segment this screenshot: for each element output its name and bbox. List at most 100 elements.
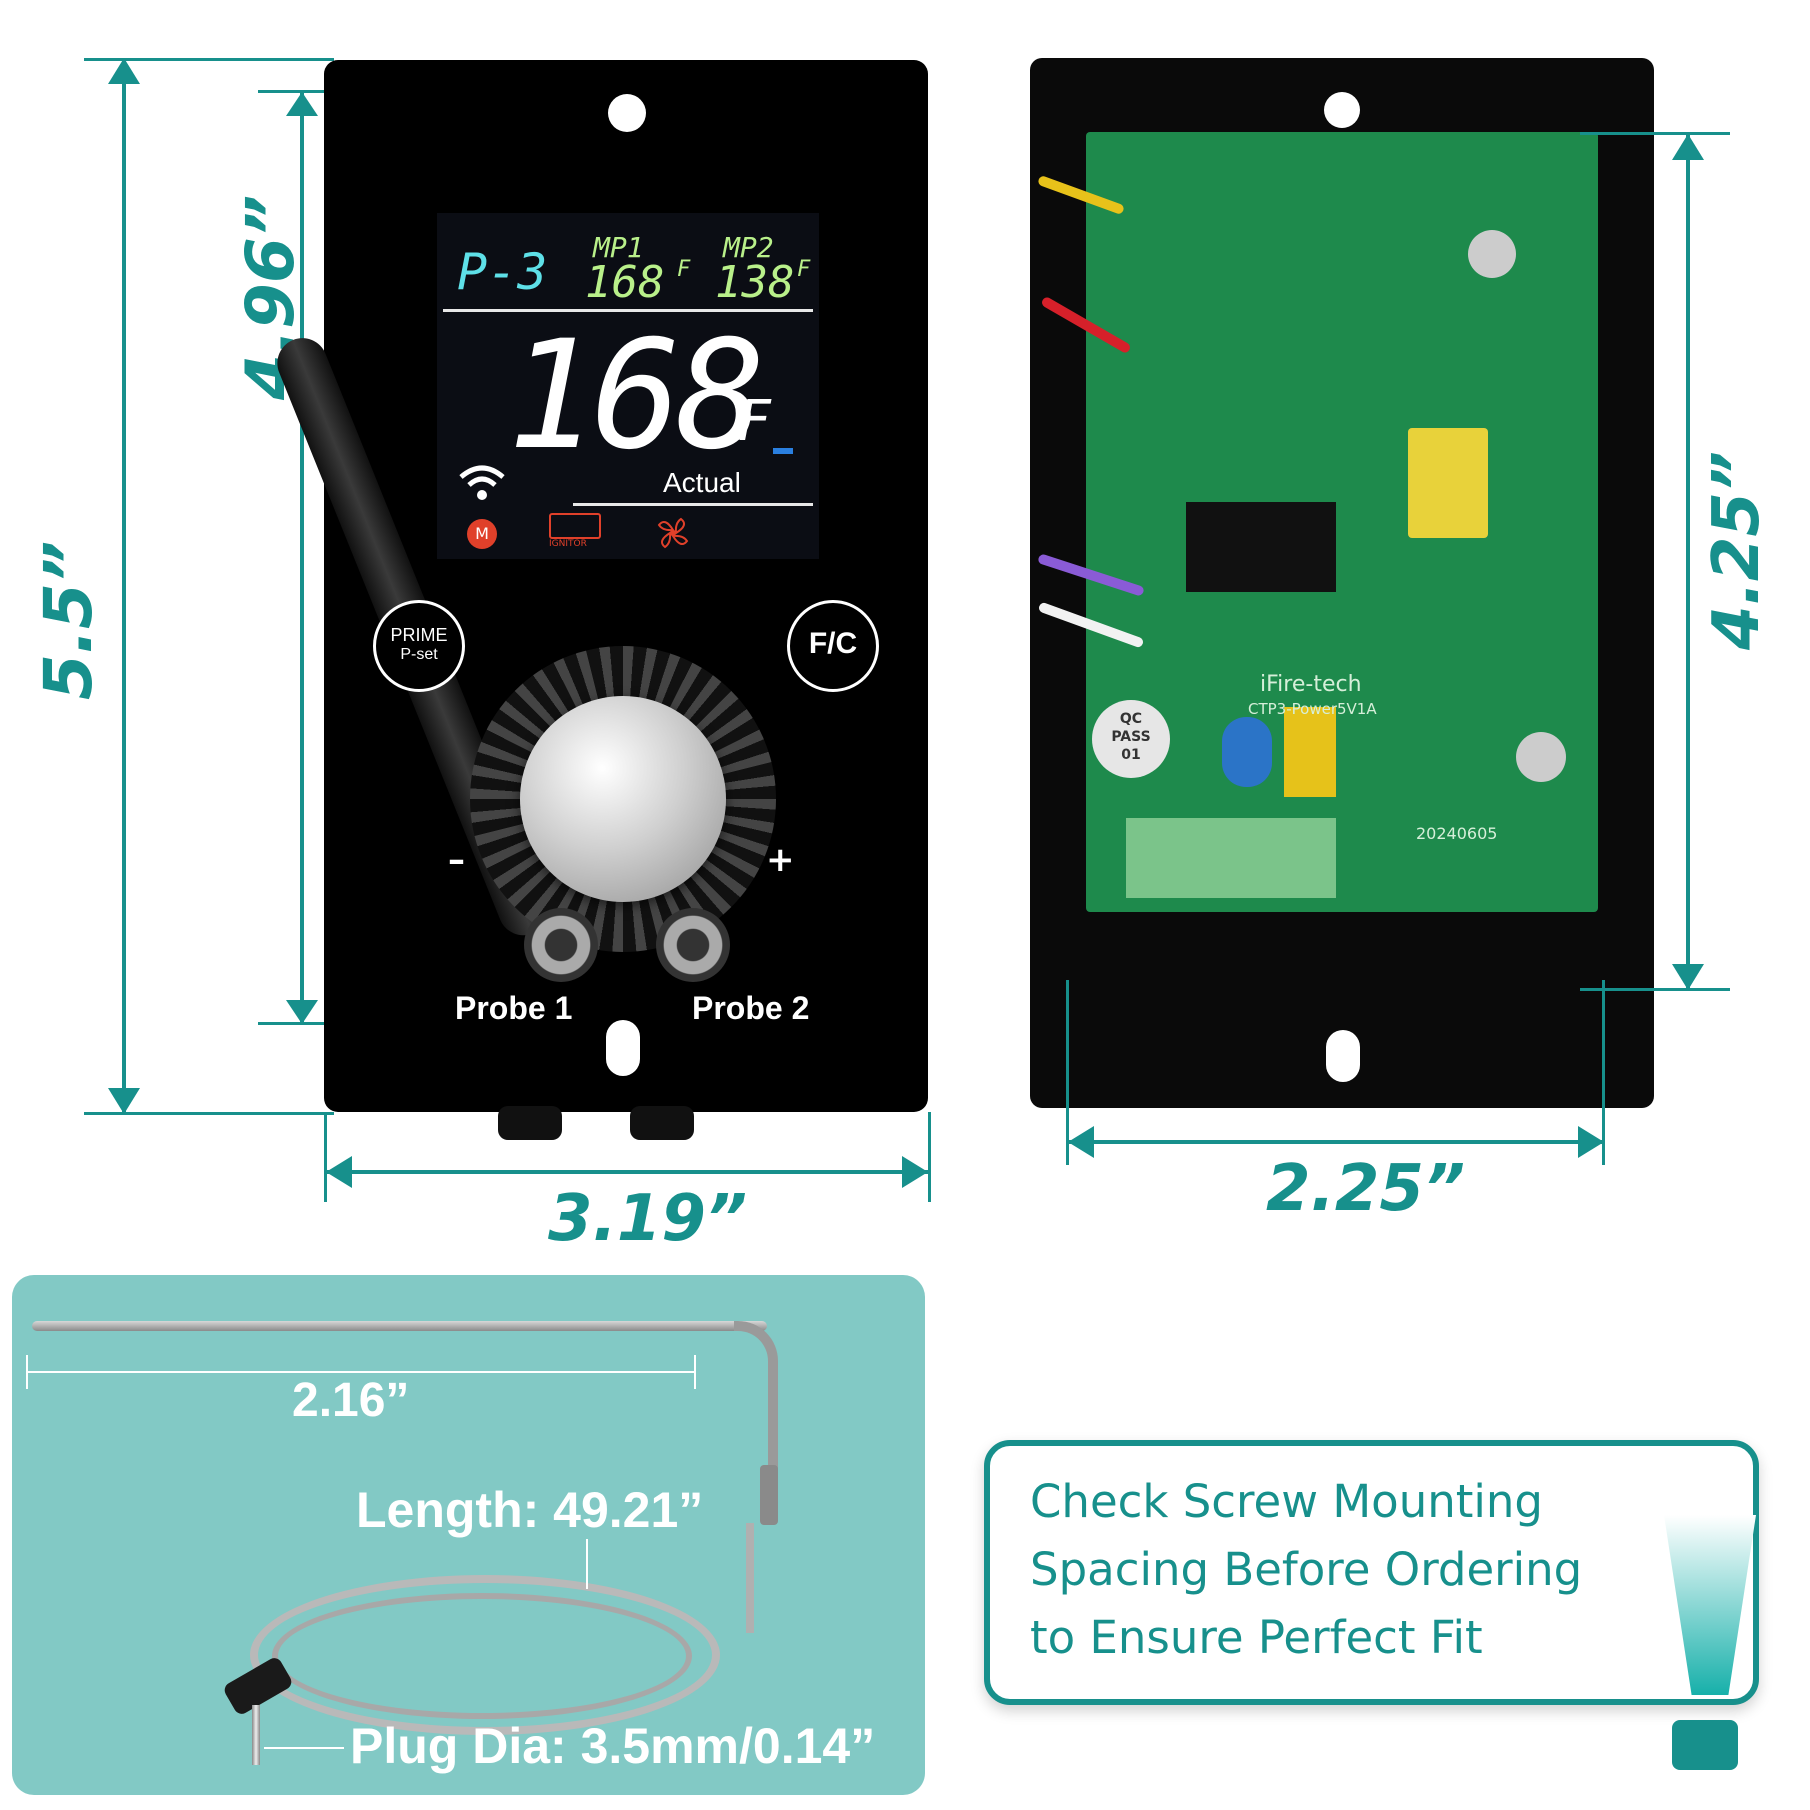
dim-line-panel-width (326, 1170, 928, 1174)
cable-length-pointer (586, 1539, 588, 1589)
mount-hole-top (608, 94, 646, 132)
dim-line-tip (26, 1371, 696, 1373)
mp2-value: 138 (715, 257, 795, 308)
dim-tick-pcb-left (1066, 980, 1069, 1165)
dim-tick-right (928, 1112, 931, 1202)
plug-pin (252, 1705, 260, 1765)
qc-line3: 01 (1121, 747, 1141, 763)
dim-tick-bottom (84, 1112, 334, 1115)
probe-cable-rise (746, 1523, 754, 1633)
lcd-divider-top (443, 309, 813, 312)
mp2-unit: F (797, 257, 811, 282)
arrow-down-icon (286, 1000, 318, 1024)
arrow-up-icon (1672, 134, 1704, 160)
arrow-right-icon (1578, 1126, 1604, 1158)
qc-line1: QC (1119, 711, 1143, 727)
probe-2-cap (630, 1106, 694, 1140)
wifi-icon (457, 463, 507, 503)
dim-line-display-height (300, 92, 304, 1024)
dim-label-pcb-width: 2.25” (1266, 1152, 1466, 1226)
dim-tick-pcb-right (1602, 980, 1605, 1165)
capacitor-yellow-icon (1284, 707, 1336, 797)
probe-cable-coil (250, 1575, 720, 1735)
unit-indicator-bar (773, 448, 793, 454)
fc-label: F/C (808, 627, 858, 660)
program-readout: P-3 (457, 243, 548, 301)
arrow-right-icon (902, 1156, 928, 1188)
dim-tick-pcb-top (1580, 132, 1730, 135)
notice-line-1: Check Screw Mounting (1030, 1475, 1543, 1528)
probe-bend (734, 1321, 778, 1471)
dim-label-panel-width: 3.19” (548, 1182, 748, 1256)
capacitor-blue-icon (1222, 717, 1272, 787)
probe-2-label: Probe 2 (692, 990, 810, 1026)
qc-pass-sticker: QC PASS 01 (1092, 700, 1170, 778)
plug-diameter-label: Plug Dia: 3.5mm/0.14” (350, 1718, 876, 1774)
main-temperature: 168 (507, 309, 766, 483)
mp1-label: MP1 (593, 231, 644, 264)
probe-cable-coil-inner (272, 1593, 692, 1719)
probe-1-cap (498, 1106, 562, 1140)
dim-tick-left (324, 1112, 327, 1202)
ignitor-label: IGNITOR (549, 539, 587, 549)
temperature-knob[interactable] (520, 696, 726, 902)
arrow-up-icon (108, 58, 140, 84)
pset-label: P-set (400, 646, 438, 663)
probe-1-label: Probe 1 (455, 990, 573, 1026)
pcb-model: CTP3-Power5V1A (1248, 700, 1377, 718)
pcb-date-code: 20240605 (1416, 824, 1498, 843)
arrow-left-icon (326, 1156, 352, 1188)
arrow-down-icon (108, 1088, 140, 1114)
actual-label: Actual (663, 467, 741, 498)
mp1-unit: F (677, 257, 691, 282)
main-unit: F (737, 389, 771, 454)
fuse-holder-icon (1126, 818, 1336, 898)
fc-toggle-button[interactable]: F/C (787, 600, 879, 692)
dim-tick-tip-left (26, 1355, 28, 1389)
dim-tick-top (84, 58, 334, 61)
arrow-down-icon (1672, 964, 1704, 990)
mount-slot-bottom (606, 1020, 640, 1076)
capacitor-ec1-icon (1468, 230, 1516, 278)
capacitor-ec3-icon (1516, 732, 1566, 782)
plug-pointer (264, 1747, 344, 1749)
exclamation-dot-icon (1672, 1720, 1738, 1770)
probe-2-jack[interactable] (656, 908, 730, 982)
fan-icon (655, 515, 691, 551)
mp1-value: 168 (585, 257, 665, 308)
dim-line-pcb-height (1686, 134, 1690, 990)
ignitor-icon (549, 513, 601, 539)
tip-length-label: 2.16” (292, 1374, 410, 1427)
cable-length-label: Length: 49.21” (356, 1482, 704, 1538)
lcd-display: P-3 MP1 168 F MP2 138 F 168 F Actual M I… (437, 213, 819, 559)
motor-icon-label: M (475, 524, 489, 543)
dim-tick-tip-right (694, 1355, 696, 1389)
dim-label-panel-height: 5.5” (30, 540, 107, 700)
mp2-label: MP2 (723, 231, 774, 264)
probe-rod (32, 1321, 767, 1331)
transformer-icon (1408, 428, 1488, 538)
circuit-board: QC PASS 01 iFire-tech CTP3-Power5V1A 202… (1086, 132, 1598, 912)
notice-line-3: to Ensure Perfect Fit (1030, 1611, 1483, 1664)
relay-icon (1186, 502, 1336, 592)
dim-line-pcb-width (1068, 1140, 1604, 1144)
pcb-brand: iFire-tech (1260, 672, 1362, 697)
probe-info-panel: 2.16” Length: 49.21” Plug Dia: 3.5mm/0.1… (12, 1275, 925, 1795)
probe-handle (760, 1465, 778, 1525)
lcd-divider-bottom (573, 503, 813, 506)
arrow-up-icon (286, 92, 318, 116)
notice-line-2: Spacing Before Ordering (1030, 1543, 1583, 1596)
arrow-left-icon (1068, 1126, 1094, 1158)
plus-label: + (766, 840, 795, 880)
pcb-mount-slot-bottom (1326, 1030, 1360, 1082)
motor-icon: M (467, 519, 497, 549)
prime-label: PRIME (390, 625, 448, 645)
qc-line2: PASS (1111, 729, 1151, 745)
dim-tick-pcb-bottom (1580, 988, 1730, 991)
probe-1-jack[interactable] (524, 908, 598, 982)
mounting-notice: Check Screw Mounting Spacing Before Orde… (984, 1440, 1759, 1705)
pcb-mount-hole-top (1324, 92, 1360, 128)
dim-line-panel-height (122, 60, 126, 1112)
dim-label-pcb-height: 4.25” (1700, 450, 1774, 650)
prime-button[interactable]: PRIME P-set (373, 600, 465, 692)
